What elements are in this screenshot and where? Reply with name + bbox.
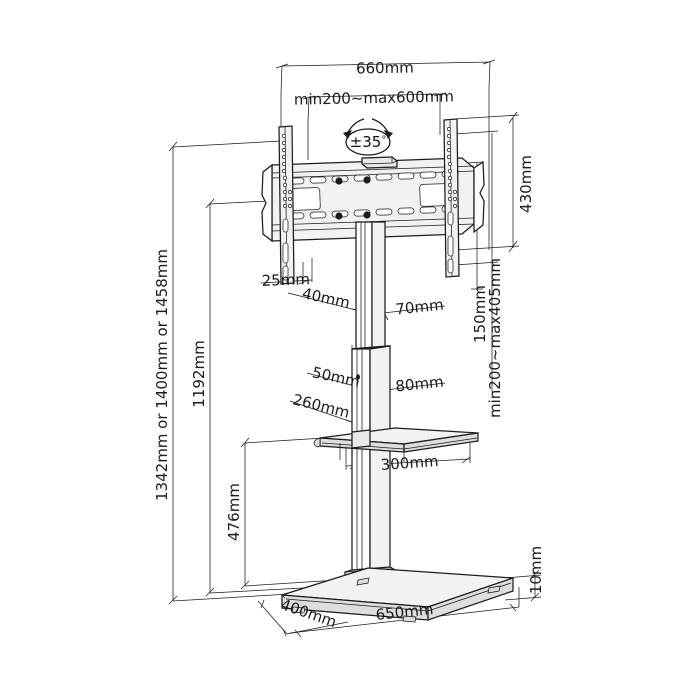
label-300: 300mm	[380, 452, 439, 474]
right-rail-perforations	[446, 126, 458, 209]
bracket-bolts	[335, 176, 371, 220]
bracket-right-rail	[443, 118, 460, 278]
tilt-angle-indicator	[343, 118, 393, 156]
degree-symbol: °	[381, 135, 386, 146]
dim-vesa-width	[302, 92, 447, 160]
accessory-shelf	[313, 427, 479, 462]
label-1192: 1192mm	[190, 340, 208, 407]
tv-mount-bracket	[261, 118, 485, 285]
tilt-value: ±35	[350, 133, 382, 151]
label-660: 660mm	[356, 58, 414, 77]
label-260: 260mm	[291, 390, 351, 421]
support-column	[344, 221, 396, 584]
dim-430	[454, 111, 520, 253]
label-vesa-width: min200~max600mm	[294, 87, 454, 108]
label-tilt-angle: ±35°	[350, 133, 387, 151]
label-vesa-height: min200~max405mm	[486, 258, 504, 418]
label-430: 430mm	[517, 155, 535, 213]
dim-476	[240, 436, 341, 590]
dim-total-height	[168, 140, 291, 605]
label-total-height: 1342mm or 1400mm or 1458mm	[153, 249, 171, 501]
label-476: 476mm	[225, 483, 243, 541]
label-650: 650mm	[375, 600, 434, 624]
label-40: 40mm	[301, 284, 352, 312]
label-70: 70mm	[395, 296, 445, 319]
label-80: 80mm	[395, 373, 445, 396]
left-rail-perforations	[281, 133, 293, 209]
dim-vesa-height	[454, 130, 499, 392]
label-25: 25mm	[261, 270, 310, 290]
label-10: 10mm	[527, 546, 545, 594]
bracket-left-rail	[278, 125, 295, 285]
base-plate	[281, 567, 514, 623]
dimension-labels: 660mm min200~max600mm ±35° 430mm min200~…	[153, 58, 545, 631]
label-150: 150mm	[471, 285, 489, 343]
